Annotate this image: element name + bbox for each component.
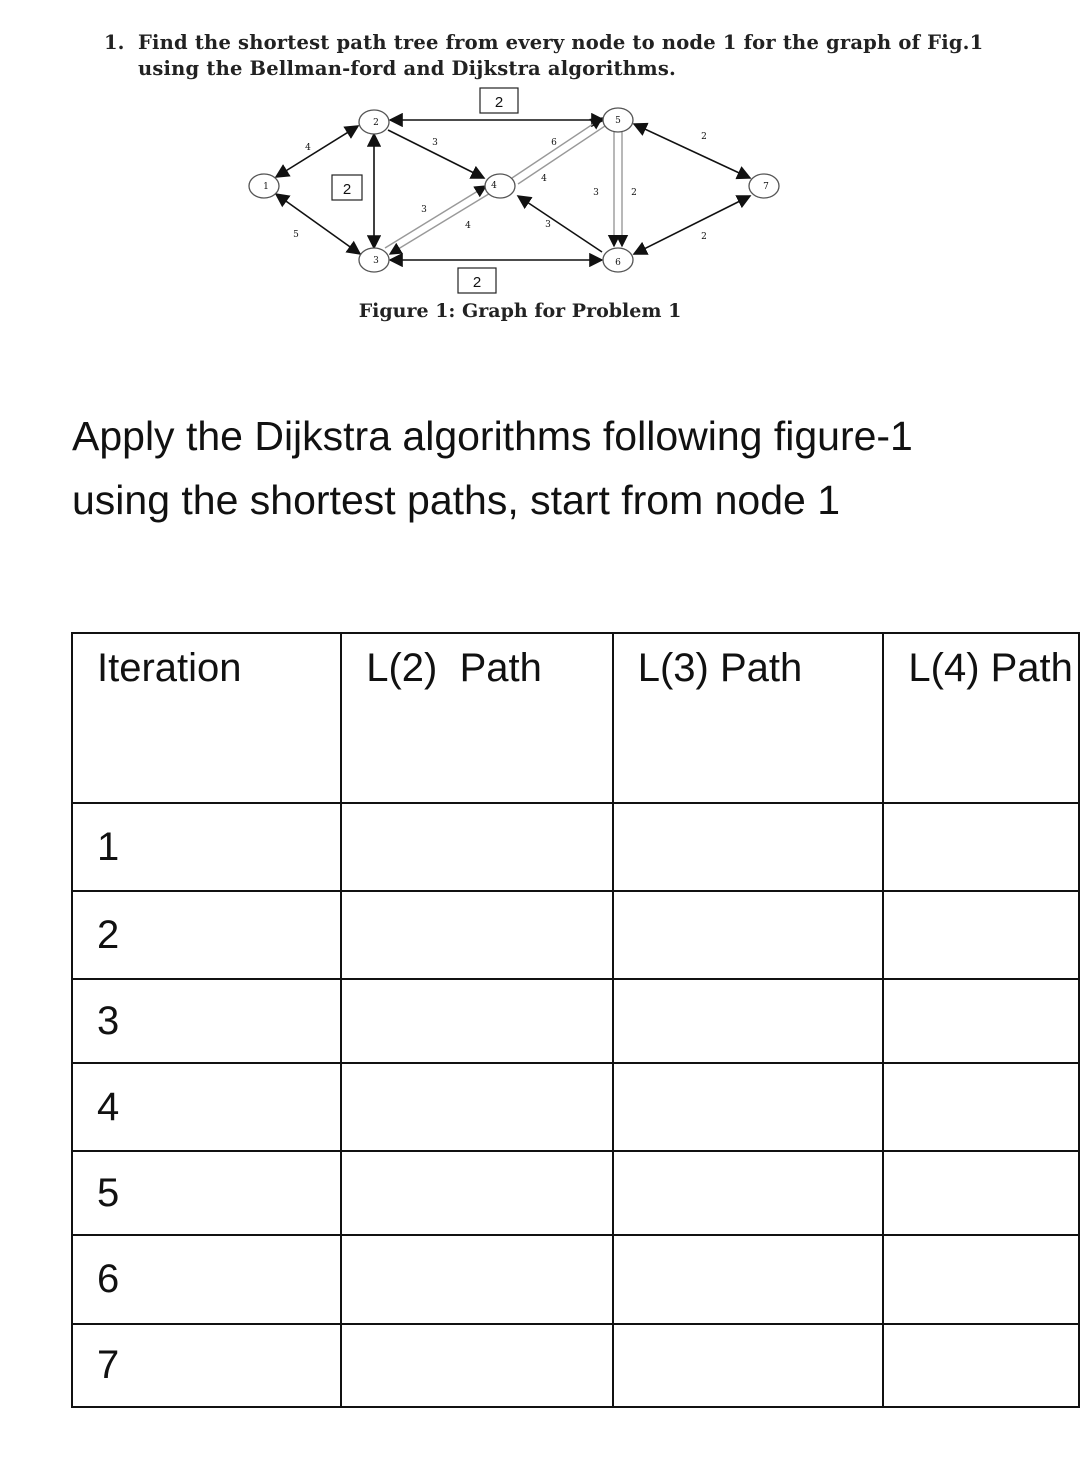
problem-statement: 1. Find the shortest path tree from ever… [104,30,984,82]
iteration-number: 5 [70,1150,343,1236]
edge-2-4 [387,129,486,179]
node-3-label: 3 [373,256,379,266]
cell-l4[interactable] [882,802,1080,892]
iteration-number: 2 [70,890,343,980]
node-1-label: 1 [263,182,269,192]
iteration-number: 7 [70,1323,343,1408]
problem-number: 1. [104,31,125,54]
cell-l3[interactable] [611,1234,885,1325]
cell-l4[interactable] [882,1234,1080,1325]
cell-l2[interactable] [340,1323,614,1408]
graph-diagram: 1 2 3 4 5 6 7 4 5 3 3 4 6 4 3 3 2 2 2 2 [248,87,780,294]
iteration-number: 3 [70,978,343,1064]
table-header-row: Iteration L(2) Path L(3) Path L(4) Path [70,632,1080,804]
graph-figure: 1 2 3 4 5 6 7 4 5 3 3 4 6 4 3 3 2 2 2 2 [230,82,810,302]
cell-l2[interactable] [340,978,614,1064]
weight-4-6: 3 [545,220,551,230]
weight-5-6-b: 2 [631,188,637,198]
cell-l2[interactable] [340,1234,614,1325]
cell-l4[interactable] [882,890,1080,980]
table-row: 4 [70,1062,1080,1152]
cell-l4[interactable] [882,978,1080,1064]
edge-1-2 [274,125,360,178]
edge-4-5-a [511,117,604,179]
edge-1-3 [274,193,362,255]
cell-l2[interactable] [340,802,614,892]
edge-3-4-a [384,185,488,249]
edge-6-7 [632,195,752,255]
edge-3-4-b [388,191,493,255]
weight-3-4-b: 4 [465,221,471,231]
question-text: Apply the Dijkstra algorithms following … [72,413,913,523]
table-row: 1 [70,802,1080,892]
node-4-label: 4 [491,181,497,191]
weight-4-5-b: 4 [541,174,547,184]
node-2-label: 2 [373,118,379,128]
weight-1-2: 4 [305,143,311,153]
problem-text: Find the shortest path tree from every n… [138,31,984,80]
cell-l2[interactable] [340,890,614,980]
weight-5-6-a: 3 [593,188,599,198]
figure-caption: Figure 1: Graph for Problem 1 [358,300,682,322]
table-row: 3 [70,978,1080,1064]
header-l3-path: L(3) Path [611,632,885,804]
cell-l4[interactable] [882,1062,1080,1152]
weight-3-4-a: 3 [421,205,427,215]
table-row: 7 [70,1323,1080,1408]
weight-5-7: 2 [701,132,707,142]
table-row: 5 [70,1150,1080,1236]
weight-3-6: 2 [473,274,481,291]
cell-l3[interactable] [611,890,885,980]
weight-2-4: 3 [432,138,438,148]
header-l2-path: L(2) Path [340,632,614,804]
node-7-label: 7 [763,182,769,192]
iteration-number: 6 [70,1234,343,1325]
cell-l2[interactable] [340,1150,614,1236]
iteration-number: 4 [70,1062,343,1152]
node-5-label: 5 [615,116,621,126]
table-row: 2 [70,890,1080,980]
cell-l3[interactable] [611,1062,885,1152]
iteration-table: Iteration L(2) Path L(3) Path L(4) Path … [70,632,1080,1408]
cell-l3[interactable] [611,978,885,1064]
cell-l4[interactable] [882,1323,1080,1408]
cell-l3[interactable] [611,802,885,892]
cell-l2[interactable] [340,1062,614,1152]
weight-2-5: 2 [495,94,503,111]
weight-2-3: 2 [343,181,351,198]
edge-4-6 [516,195,603,253]
cell-l3[interactable] [611,1150,885,1236]
table-row: 6 [70,1234,1080,1325]
edge-5-7 [632,122,752,180]
header-iteration: Iteration [70,632,343,804]
edge-4-5-b [517,123,609,185]
iteration-number: 1 [70,802,343,892]
node-6-label: 6 [615,258,621,268]
weight-4-5-a: 6 [551,138,557,148]
weight-1-3: 5 [293,230,299,240]
weight-6-7: 2 [701,232,707,242]
cell-l4[interactable] [882,1150,1080,1236]
cell-l3[interactable] [611,1323,885,1408]
header-l4-path: L(4) Path [882,632,1080,804]
